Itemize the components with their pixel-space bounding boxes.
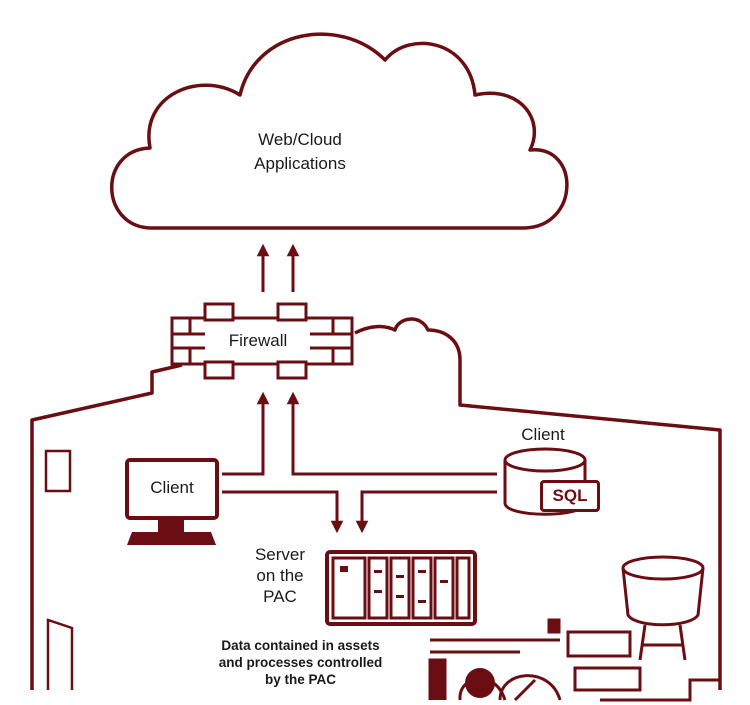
sql-badge: SQL [540,480,600,512]
building-window [44,449,72,493]
firewall-icon [170,302,354,380]
industrial-assets-illustration [428,555,720,702]
building-outline [30,317,722,690]
firewall-label: Firewall [228,331,288,350]
server-label: Server on the PAC [254,545,306,606]
client-left-label: Client [150,478,194,497]
arrow-client-left-to-fw [222,391,270,476]
arrow-client-right-to-server [355,490,497,534]
monitor-icon [125,458,219,545]
cloud-shape [110,32,569,230]
building-door [46,618,74,690]
arrow-client-left-to-server [222,490,344,534]
data-assets-label: Data contained in assets and processes c… [218,638,383,687]
cloud-label: Web/Cloud Applications [254,130,346,173]
server-icon [325,550,477,626]
client-right-label: Client [521,425,565,444]
arrow-client-right-to-fw [286,391,497,476]
